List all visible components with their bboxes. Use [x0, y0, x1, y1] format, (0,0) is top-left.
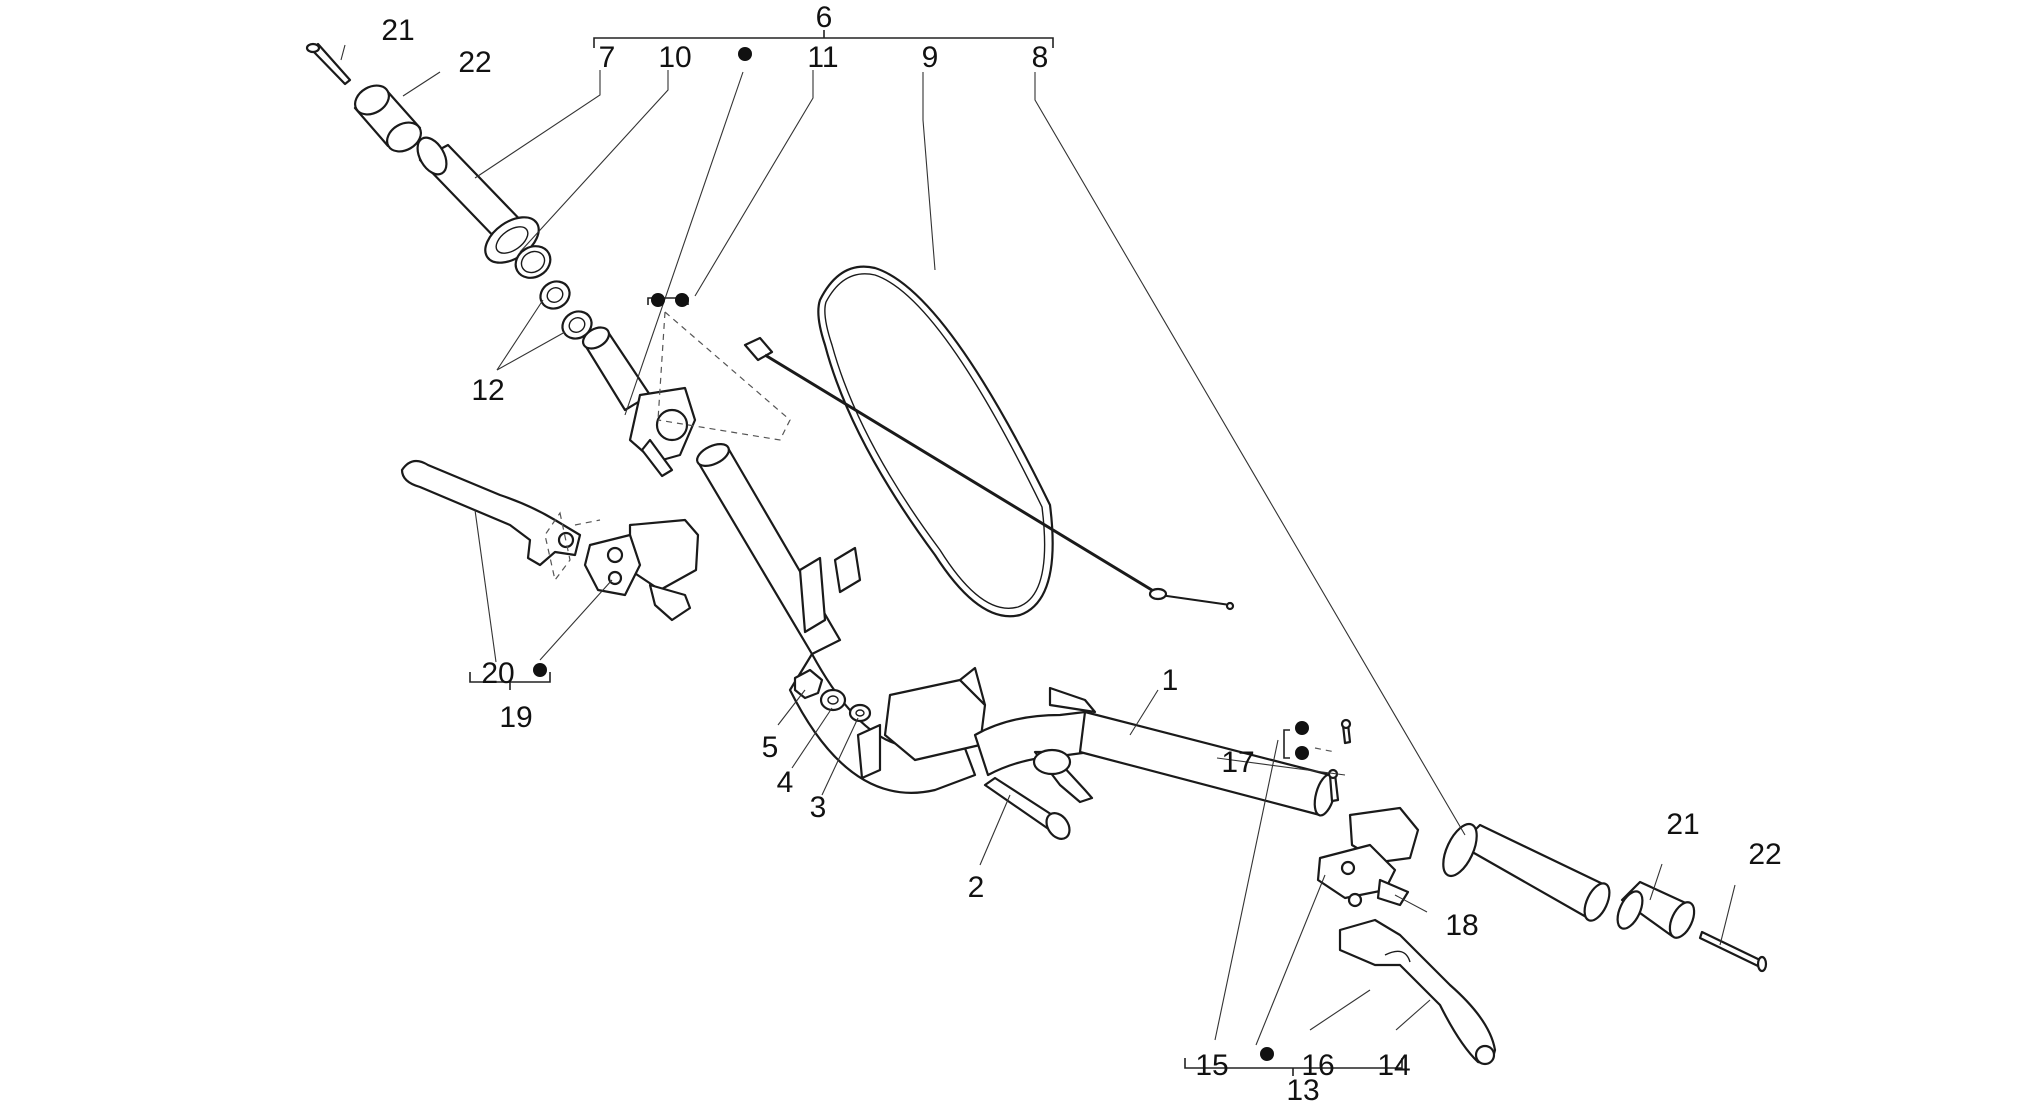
label-3: 3	[810, 791, 827, 824]
bolt	[983, 776, 1071, 840]
label-9: 9	[922, 41, 939, 74]
bullet-dot-icon	[533, 47, 1309, 1061]
grip-right	[1442, 822, 1611, 922]
label-15: 15	[1195, 1049, 1228, 1082]
handlebar-tube	[696, 443, 1337, 817]
label-17: 17	[1221, 746, 1254, 779]
label-21-right: 21	[1666, 808, 1699, 841]
label-16: 16	[1301, 1049, 1334, 1082]
label-10: 10	[658, 41, 691, 74]
label-22-right: 22	[1748, 838, 1781, 871]
screw-right	[1698, 930, 1768, 973]
label-13: 13	[1286, 1074, 1319, 1103]
ring-and-washers	[514, 245, 593, 340]
label-5: 5	[762, 731, 779, 764]
label-22-top: 22	[458, 46, 491, 79]
label-7: 7	[599, 41, 616, 74]
label-21-top: 21	[381, 14, 414, 47]
label-11: 11	[807, 41, 838, 74]
screw-top	[305, 42, 352, 86]
label-6: 6	[816, 1, 833, 34]
switch-housing-right	[1316, 806, 1420, 908]
grip-end-right	[1616, 880, 1696, 939]
label-14: 14	[1377, 1049, 1410, 1082]
leader-lines	[340, 44, 1736, 1046]
brake-lever-right	[1338, 918, 1497, 1066]
nut-and-washers	[793, 668, 872, 723]
label-18: 18	[1445, 909, 1478, 942]
label-12: 12	[471, 374, 504, 407]
assembly-dash-lines	[544, 311, 1336, 753]
label-1: 1	[1162, 664, 1179, 697]
screws-right	[1327, 718, 1352, 803]
label-4: 4	[777, 766, 794, 799]
throttle-cable	[817, 265, 1054, 618]
label-20: 20	[481, 657, 514, 690]
label-19: 19	[499, 701, 532, 734]
master-cylinder	[583, 518, 700, 622]
throttle-housing	[581, 326, 697, 478]
part-labels: 6 7 10 11 9 8 21 22 12 20 19 5 4 3 2 1 1…	[381, 1, 1781, 1103]
straight-cable	[743, 336, 1235, 611]
brake-lever-left	[400, 459, 582, 567]
label-2: 2	[968, 871, 985, 904]
grip-end-top	[353, 84, 422, 153]
label-8: 8	[1032, 41, 1049, 74]
